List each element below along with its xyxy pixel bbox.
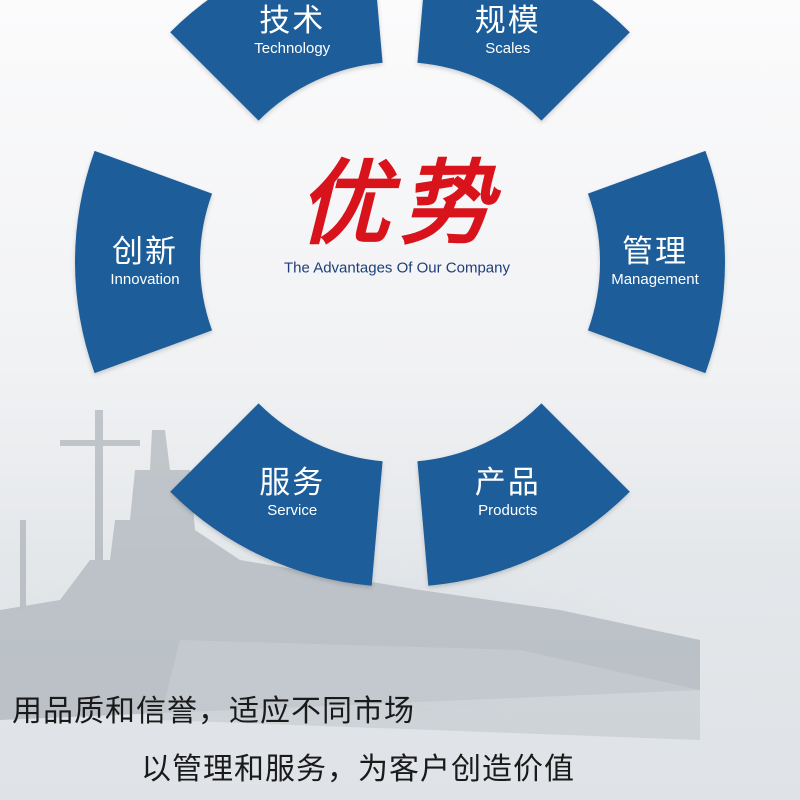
segment-cn-text: 创新 xyxy=(111,234,178,270)
segment-technology xyxy=(170,0,383,121)
segment-en-text: Management xyxy=(611,271,699,288)
segment-innovation xyxy=(74,150,213,374)
slogan-line-2: 以管理和服务，为客户创造价值 xyxy=(141,752,575,787)
segment-en-text: Technology xyxy=(254,39,331,57)
segment-cn-text: 技术 xyxy=(259,2,326,39)
segment-products xyxy=(417,403,630,586)
center-title: 优势 xyxy=(297,149,503,258)
segment-scales xyxy=(417,0,630,121)
segment-service xyxy=(170,403,383,586)
segment-management xyxy=(587,150,726,374)
center-subtitle: The Advantages Of Our Company xyxy=(284,259,510,277)
ship-silhouette xyxy=(0,410,700,740)
segment-en-text: Innovation xyxy=(110,271,180,288)
segment-en-text: Products xyxy=(478,502,538,520)
segment-cn-text: 服务 xyxy=(259,465,326,502)
segment-en-text: Service xyxy=(267,502,318,520)
slogan-line-1: 用品质和信誉，适应不同市场 xyxy=(12,694,415,729)
segment-cn-text: 规模 xyxy=(474,2,541,39)
segment-cn-text: 产品 xyxy=(474,465,541,502)
segment-en-text: Scales xyxy=(485,39,531,57)
segment-cn-text: 管理 xyxy=(622,234,688,270)
